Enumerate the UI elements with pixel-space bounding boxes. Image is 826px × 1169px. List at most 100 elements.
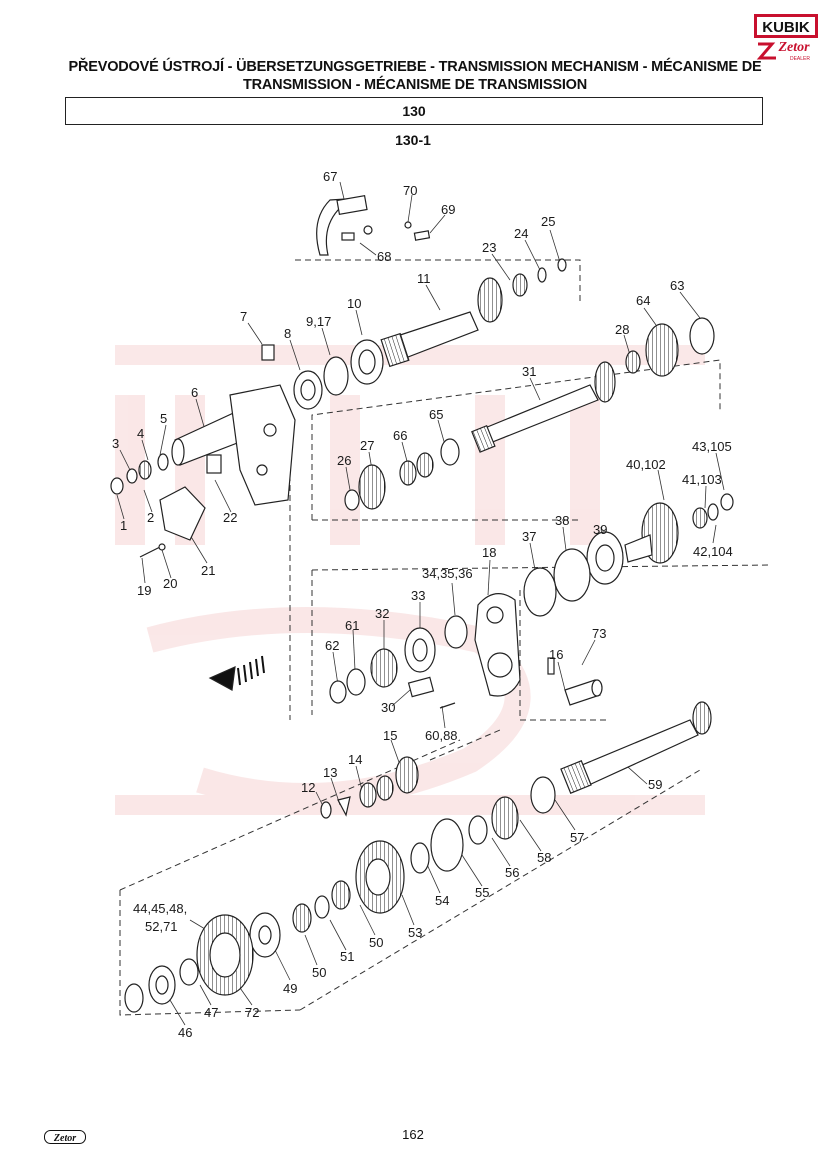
label-27: 27 xyxy=(360,438,374,453)
label-1: 1 xyxy=(120,518,127,533)
label-54: 54 xyxy=(435,893,449,908)
label-28: 28 xyxy=(615,322,629,337)
part-12-ring xyxy=(320,801,332,819)
part-23-bearing xyxy=(512,273,528,297)
part-34-35-36-ring xyxy=(444,615,468,649)
part-32-gear xyxy=(370,648,398,688)
part-37-ring xyxy=(523,567,557,617)
part-57-ring xyxy=(530,776,556,814)
label-25: 25 xyxy=(541,214,555,229)
label-16: 16 xyxy=(549,647,563,662)
subsection-number: 130-1 xyxy=(395,132,431,148)
part-49-hub xyxy=(249,912,281,958)
part-69-bolt xyxy=(413,230,431,241)
part-38-ring xyxy=(553,548,591,602)
label-60-88: 60,88 xyxy=(425,728,458,743)
section-number: 130 xyxy=(65,97,763,125)
label-22: 22 xyxy=(223,510,237,525)
part-63-ring xyxy=(689,317,715,355)
part-50-bearing-a xyxy=(331,880,351,910)
label-15: 15 xyxy=(383,728,397,743)
label-42-104: 42,104 xyxy=(693,544,733,559)
label-8: 8 xyxy=(284,326,291,341)
label-65: 65 xyxy=(429,407,443,422)
watermark xyxy=(115,345,705,815)
part-62-ring xyxy=(329,680,347,704)
part-15-gear xyxy=(395,756,419,794)
logo-sub-text: Zetor xyxy=(777,40,810,55)
kubik-zetor-logo: KUBIK Zetor DEALER xyxy=(754,14,818,62)
part-22-pin xyxy=(206,454,222,474)
label-7: 7 xyxy=(240,309,247,324)
part-53-gear xyxy=(355,840,405,914)
label-47: 47 xyxy=(204,1005,218,1020)
label-13: 13 xyxy=(323,765,337,780)
label-18: 18 xyxy=(482,545,496,560)
part-44-ring xyxy=(124,983,144,1013)
label-10: 10 xyxy=(347,296,361,311)
part-72-gear xyxy=(196,914,254,996)
part-67-shift-fork xyxy=(316,194,373,256)
part-26-ring xyxy=(344,489,360,511)
label-33: 33 xyxy=(411,588,425,603)
part-25-clip xyxy=(557,258,567,272)
label-37: 37 xyxy=(522,529,536,544)
label-50-b: 50 xyxy=(312,965,326,980)
part-19-bolt xyxy=(139,546,161,558)
part-30-bush xyxy=(407,676,435,698)
part-55-ring xyxy=(430,818,464,872)
label-51: 51 xyxy=(340,949,354,964)
part-42-104-ring xyxy=(707,503,719,521)
part-70-washer xyxy=(404,221,412,229)
part-41-103-bearing xyxy=(692,507,708,529)
label-40-102: 40,102 xyxy=(626,457,666,472)
label-58: 58 xyxy=(537,850,551,865)
label-67: 67 xyxy=(323,169,337,184)
label-49: 49 xyxy=(283,981,297,996)
label-62: 62 xyxy=(325,638,339,653)
label-14: 14 xyxy=(348,752,362,767)
leader-lines xyxy=(116,181,725,1026)
label-4: 4 xyxy=(137,426,144,441)
label-56: 56 xyxy=(505,865,519,880)
assembly-outlines xyxy=(119,259,771,1016)
label-12: 12 xyxy=(301,780,315,795)
part-16-pin xyxy=(564,679,603,706)
logo-brand-text: KUBIK xyxy=(762,19,810,36)
part-6-housing-cover xyxy=(171,384,296,506)
parts xyxy=(110,194,734,1013)
footer-logo-text: Zetor xyxy=(53,1133,76,1144)
label-57: 57 xyxy=(570,830,584,845)
label-21: 21 xyxy=(201,563,215,578)
label-59: 59 xyxy=(648,777,662,792)
label-43-105: 43,105 xyxy=(692,439,732,454)
label-11: 11 xyxy=(417,271,431,286)
label-30: 30 xyxy=(381,700,395,715)
label-24: 24 xyxy=(514,226,528,241)
part-11-input-shaft xyxy=(380,277,503,368)
part-68-bolt xyxy=(341,232,355,241)
label-41-103: 41,103 xyxy=(682,472,722,487)
part-39-bearing xyxy=(586,531,624,585)
label-50-a: 50 xyxy=(369,935,383,950)
part-5-ring xyxy=(157,453,169,471)
label-5: 5 xyxy=(160,411,167,426)
label-53: 53 xyxy=(408,925,422,940)
part-7-plug xyxy=(261,344,275,361)
label-39: 39 xyxy=(593,522,607,537)
label-26: 26 xyxy=(337,453,351,468)
part-28-bearing xyxy=(625,350,641,374)
label-6: 6 xyxy=(191,385,198,400)
part-14-bearing-a xyxy=(376,775,394,801)
part-65-ring xyxy=(440,438,460,466)
part-59-shaft xyxy=(560,701,712,794)
part-64-sync xyxy=(645,323,679,377)
part-61-ring xyxy=(346,668,366,696)
part-51-ring xyxy=(314,895,330,919)
label-70: 70 xyxy=(403,183,417,198)
part-13-key xyxy=(337,796,351,817)
label-64: 64 xyxy=(636,293,650,308)
footer-zetor-logo: Zetor xyxy=(44,1130,86,1144)
label-44-45-48: 44,45,48, xyxy=(133,901,187,916)
